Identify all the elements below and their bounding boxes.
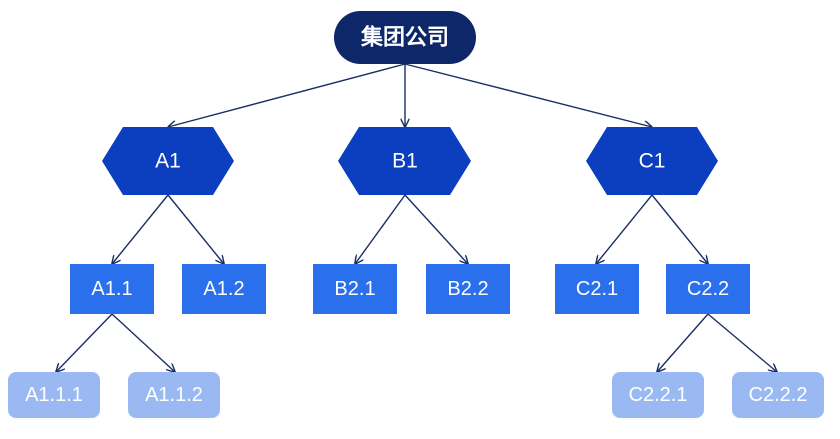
node-a12: A1.2 xyxy=(182,264,266,314)
edge-root-a1 xyxy=(168,63,406,127)
node-b1-label: B1 xyxy=(392,150,418,173)
node-a111-label: A1.1.1 xyxy=(25,384,83,406)
node-c22-label: C2.2 xyxy=(687,278,729,300)
connector-lines xyxy=(56,63,777,372)
edge-a11-a111 xyxy=(56,313,113,372)
node-b22: B2.2 xyxy=(426,264,510,314)
node-b22-shape xyxy=(426,264,510,314)
edge-a1-a12 xyxy=(167,194,224,264)
edge-b1-b21 xyxy=(355,194,406,264)
node-c222-shape xyxy=(732,372,824,418)
node-c21-shape xyxy=(555,264,639,314)
node-c1-label: C1 xyxy=(639,150,666,173)
node-root-label: 集团公司 xyxy=(360,25,449,51)
node-c221-label: C2.2.1 xyxy=(629,384,688,406)
node-a11-shape xyxy=(70,264,154,314)
edge-root-c1 xyxy=(404,63,652,127)
node-b1: B1 xyxy=(338,127,471,195)
node-a12-shape xyxy=(182,264,266,314)
node-c221-shape xyxy=(612,372,704,418)
node-b22-label: B2.2 xyxy=(447,278,488,300)
node-c222-label: C2.2.2 xyxy=(749,384,808,406)
node-b1-shape xyxy=(338,127,471,195)
node-a112: A1.1.2 xyxy=(128,372,220,418)
node-b21-shape xyxy=(313,264,397,314)
edge-c1-c22 xyxy=(651,194,708,264)
edge-b1-b22 xyxy=(404,194,468,264)
edge-c22-c221 xyxy=(657,313,709,372)
edge-a1-a11 xyxy=(112,194,169,264)
node-a12-label: A1.2 xyxy=(203,278,244,300)
node-c22-shape xyxy=(666,264,750,314)
node-c222: C2.2.2 xyxy=(732,372,824,418)
node-a11-label: A1.1 xyxy=(91,278,132,300)
node-c21-label: C2.1 xyxy=(576,278,618,300)
node-c21: C2.1 xyxy=(555,264,639,314)
edge-a11-a112 xyxy=(111,313,175,372)
node-a1-label: A1 xyxy=(155,150,181,173)
node-b21: B2.1 xyxy=(313,264,397,314)
node-c1: C1 xyxy=(586,127,718,195)
node-c22: C2.2 xyxy=(666,264,750,314)
node-a112-label: A1.1.2 xyxy=(145,384,203,406)
node-c221: C2.2.1 xyxy=(612,372,704,418)
node-a1: A1 xyxy=(102,127,234,195)
node-a111: A1.1.1 xyxy=(8,372,100,418)
edge-c22-c222 xyxy=(707,313,777,372)
node-a11: A1.1 xyxy=(70,264,154,314)
node-root: 集团公司 xyxy=(334,11,476,64)
node-root-shape xyxy=(334,11,476,64)
node-a111-shape xyxy=(8,372,100,418)
node-a112-shape xyxy=(128,372,220,418)
node-b21-label: B2.1 xyxy=(334,278,375,300)
node-a1-shape xyxy=(102,127,234,195)
edge-c1-c21 xyxy=(596,194,653,264)
node-c1-shape xyxy=(586,127,718,195)
